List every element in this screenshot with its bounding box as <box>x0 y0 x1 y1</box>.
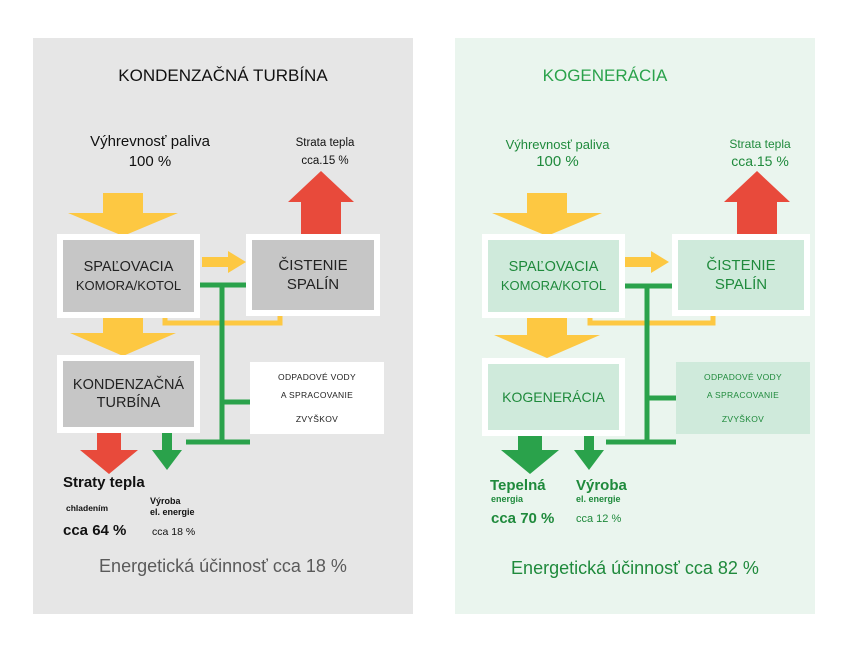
right-out2-sub: el. energie <box>576 494 621 504</box>
right-loss-label: Strata tepla <box>729 137 791 151</box>
right-box4-line3: ZVYŠKOV <box>721 414 765 424</box>
left-box4-line3: ZVYŠKOV <box>295 414 339 424</box>
left-input-label: Výhrevnosť paliva <box>90 133 210 150</box>
left-out1-title: Straty tepla <box>63 474 145 491</box>
right-input-label: Výhrevnosť paliva <box>505 137 610 152</box>
left-box-combustion: SPAĽOVACIA KOMORA/KOTOL <box>57 234 200 318</box>
right-input-arrow <box>492 193 602 236</box>
left-out1-sub: chladením <box>66 503 109 513</box>
right-out1-value: cca 70 % <box>491 510 555 527</box>
right-out1-sub: energia <box>491 494 524 504</box>
right-out-heat-arrow <box>501 433 559 474</box>
left-out-electric-arrow <box>152 433 182 470</box>
left-box2-line1: ČISTENIE <box>278 257 348 274</box>
right-loss-value: cca.15 % <box>731 153 789 169</box>
left-loss-label: Strata tepla <box>295 137 355 149</box>
left-efficiency: Energetická účinnosť cca 18 % <box>99 556 347 576</box>
left-box-flue-cleaning: ČISTENIE SPALÍN <box>246 234 380 316</box>
right-box-flue-cleaning: ČISTENIE SPALÍN <box>672 234 810 316</box>
right-out2-title: Výroba <box>576 477 627 494</box>
right-loss-arrow <box>724 171 790 238</box>
right-box-combustion: SPAĽOVACIA KOMORA/KOTOL <box>482 234 625 318</box>
left-box-turbine: KONDENZAČNÁ TURBÍNA <box>57 355 200 433</box>
right-box2-line2: SPALÍN <box>714 276 768 293</box>
left-box4-line2: A SPRACOVANIE <box>280 390 354 400</box>
right-box4-line1: ODPADOVÉ VODY <box>704 372 782 382</box>
left-out2-value: cca 18 % <box>152 526 196 538</box>
left-out-loss-arrow <box>80 433 138 474</box>
right-input-value: 100 % <box>536 153 579 170</box>
left-box-waste-water: ODPADOVÉ VODY A SPRACOVANIE ZVYŠKOV <box>250 362 384 434</box>
right-box2-line1: ČISTENIE <box>706 257 776 274</box>
right-efficiency: Energetická účinnosť cca 82 % <box>511 558 759 578</box>
left-input-value: 100 % <box>128 153 172 170</box>
right-to-cleaning-arrow <box>625 251 669 273</box>
right-title: KOGENERÁCIA <box>542 66 668 85</box>
right-box1-line2: KOMORA/KOTOL <box>500 278 607 293</box>
right-box3-line1: KOGENERÁCIA <box>502 389 605 405</box>
right-out-electric-arrow <box>574 433 604 470</box>
left-out2-sub: el. energie <box>150 507 195 517</box>
left-loss-arrow <box>288 171 354 238</box>
left-to-cleaning-arrow <box>202 251 246 273</box>
right-yellow-return-line <box>587 316 716 326</box>
panel-cogeneration <box>455 38 815 614</box>
left-box1-line1: SPAĽOVACIA <box>83 259 174 275</box>
right-box4-line2: A SPRACOVANIE <box>706 390 780 400</box>
left-input-arrow <box>68 193 178 236</box>
left-title: KONDENZAČNÁ TURBÍNA <box>118 66 328 85</box>
right-box1-line1: SPAĽOVACIA <box>508 259 599 275</box>
left-out1-value: cca 64 % <box>63 522 127 539</box>
right-out2-value: cca 12 % <box>576 513 622 525</box>
left-box4-line1: ODPADOVÉ VODY <box>278 372 356 382</box>
left-box3-line2: TURBÍNA <box>96 395 161 411</box>
left-box3-line1: KONDENZAČNÁ <box>72 377 185 393</box>
right-out1-title: Tepelná <box>490 477 546 494</box>
right-box-cogeneration: KOGENERÁCIA <box>482 358 625 436</box>
right-box-waste-water: ODPADOVÉ VODY A SPRACOVANIE ZVYŠKOV <box>676 362 810 434</box>
right-down-arrow <box>494 318 600 358</box>
left-out2-title: Výroba <box>150 496 181 506</box>
left-box1-line2: KOMORA/KOTOL <box>75 278 182 293</box>
left-loss-value: cca.15 % <box>301 155 349 167</box>
left-box2-line2: SPALÍN <box>286 276 340 293</box>
left-down-arrow <box>70 318 176 356</box>
